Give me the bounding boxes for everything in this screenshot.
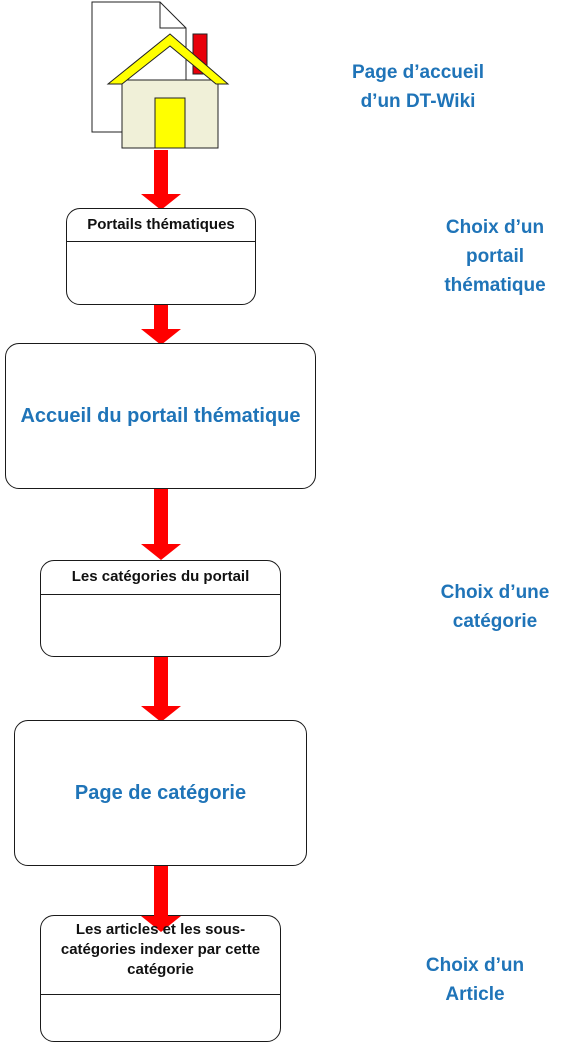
down-arrow-icon	[141, 656, 181, 722]
portails-thematiques-box: Portails thématiques	[66, 208, 256, 305]
down-arrow-icon	[141, 488, 181, 560]
down-arrow-icon	[141, 305, 181, 345]
label-page-accueil: Page d’accueil d’un DT-Wiki	[351, 62, 484, 112]
categories-portail-box: Les catégories du portail	[40, 560, 281, 657]
page-categorie-box: Page de catégorie	[14, 720, 307, 866]
categories-portail-header: Les catégories du portail	[41, 561, 280, 595]
articles-header: Les articles et les sous-catégories inde…	[41, 916, 280, 995]
label-choix-article: Choix d’un Article	[425, 955, 525, 1005]
accueil-portail-title: Accueil du portail thématique	[20, 404, 301, 427]
accueil-portail-box: Accueil du portail thématique	[5, 343, 316, 489]
label-choix-portail: Choix d’un portail thématique	[444, 217, 546, 296]
portails-thematiques-header: Portails thématiques	[67, 209, 255, 242]
home-page-icon	[91, 1, 230, 149]
down-arrow-icon	[141, 150, 181, 210]
page-categorie-title: Page de catégorie	[74, 781, 247, 804]
articles-box: Les articles et les sous-catégories inde…	[40, 915, 281, 1042]
down-arrow-icon	[141, 866, 181, 932]
label-choix-categorie: Choix d’une catégorie	[440, 582, 550, 632]
